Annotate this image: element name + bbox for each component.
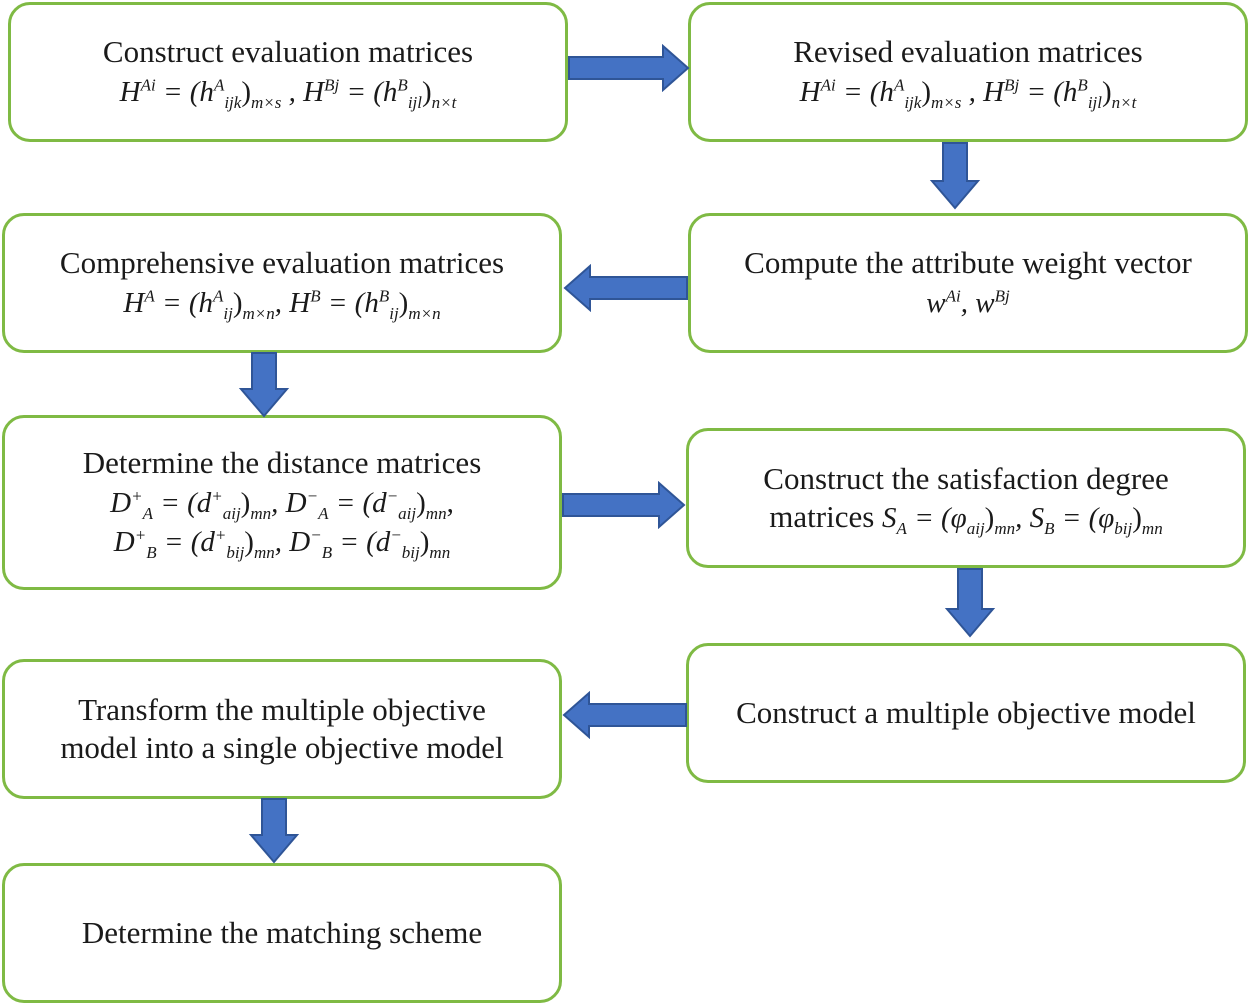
arrow-down-icon xyxy=(929,142,981,210)
box-title-line-2: matrices SA = (φaij)mn, SB = (φbij)mn xyxy=(769,498,1163,538)
box-construct-satisfaction-degree-matrices: Construct the satisfaction degree matric… xyxy=(686,428,1246,568)
box-title: Revised evaluation matrices xyxy=(793,34,1143,70)
box-determine-distance-matrices: Determine the distance matrices D+A = (d… xyxy=(2,415,562,590)
formula: wAi, wBj xyxy=(926,286,1010,320)
box-construct-evaluation-matrices: Construct evaluation matrices HAi = (hAi… xyxy=(8,2,568,142)
arrow-left-icon xyxy=(562,691,687,739)
box-title: Determine the matching scheme xyxy=(81,915,483,951)
box-revised-evaluation-matrices: Revised evaluation matrices HAi = (hAijk… xyxy=(688,2,1248,142)
box-title: Comprehensive evaluation matrices xyxy=(59,245,505,281)
arrow-right-icon xyxy=(562,481,686,529)
arrow-left-icon xyxy=(563,264,688,312)
formula: HA = (hAij)m×n, HB = (hBij)m×n xyxy=(123,286,441,324)
box-title: Construct the satisfaction degree xyxy=(763,460,1169,496)
box-title: Construct a multiple objective model xyxy=(736,695,1196,731)
box-title-line-1: Transform the multiple objective xyxy=(78,692,486,728)
box-title: Compute the attribute weight vector xyxy=(744,245,1192,281)
arrow-down-icon xyxy=(238,352,290,418)
arrow-down-icon xyxy=(944,568,996,638)
box-comprehensive-evaluation-matrices: Comprehensive evaluation matrices HA = (… xyxy=(2,213,562,353)
formula-line-2: D+B = (d+bij)mn, D−B = (d−bij)mn xyxy=(113,525,451,563)
box-compute-attribute-weight-vector: Compute the attribute weight vector wAi,… xyxy=(688,213,1248,353)
formula-line-1: D+A = (d+aij)mn, D−A = (d−aij)mn, xyxy=(110,486,454,523)
box-title: Determine the distance matrices xyxy=(82,445,482,481)
formula: HAi = (hAijk)m×s , HBj = (hBijl)n×t xyxy=(799,75,1137,113)
box-transform-to-single-objective-model: Transform the multiple objective model i… xyxy=(2,659,562,799)
arrow-down-icon xyxy=(248,798,300,864)
box-title-line-2: model into a single objective model xyxy=(60,730,504,765)
box-determine-matching-scheme: Determine the matching scheme xyxy=(2,863,562,1003)
arrow-right-icon xyxy=(568,44,690,92)
formula: HAi = (hAijk)m×s , HBj = (hBijl)n×t xyxy=(119,75,457,113)
box-title: Construct evaluation matrices xyxy=(102,34,474,70)
box-construct-multiple-objective-model: Construct a multiple objective model xyxy=(686,643,1246,783)
